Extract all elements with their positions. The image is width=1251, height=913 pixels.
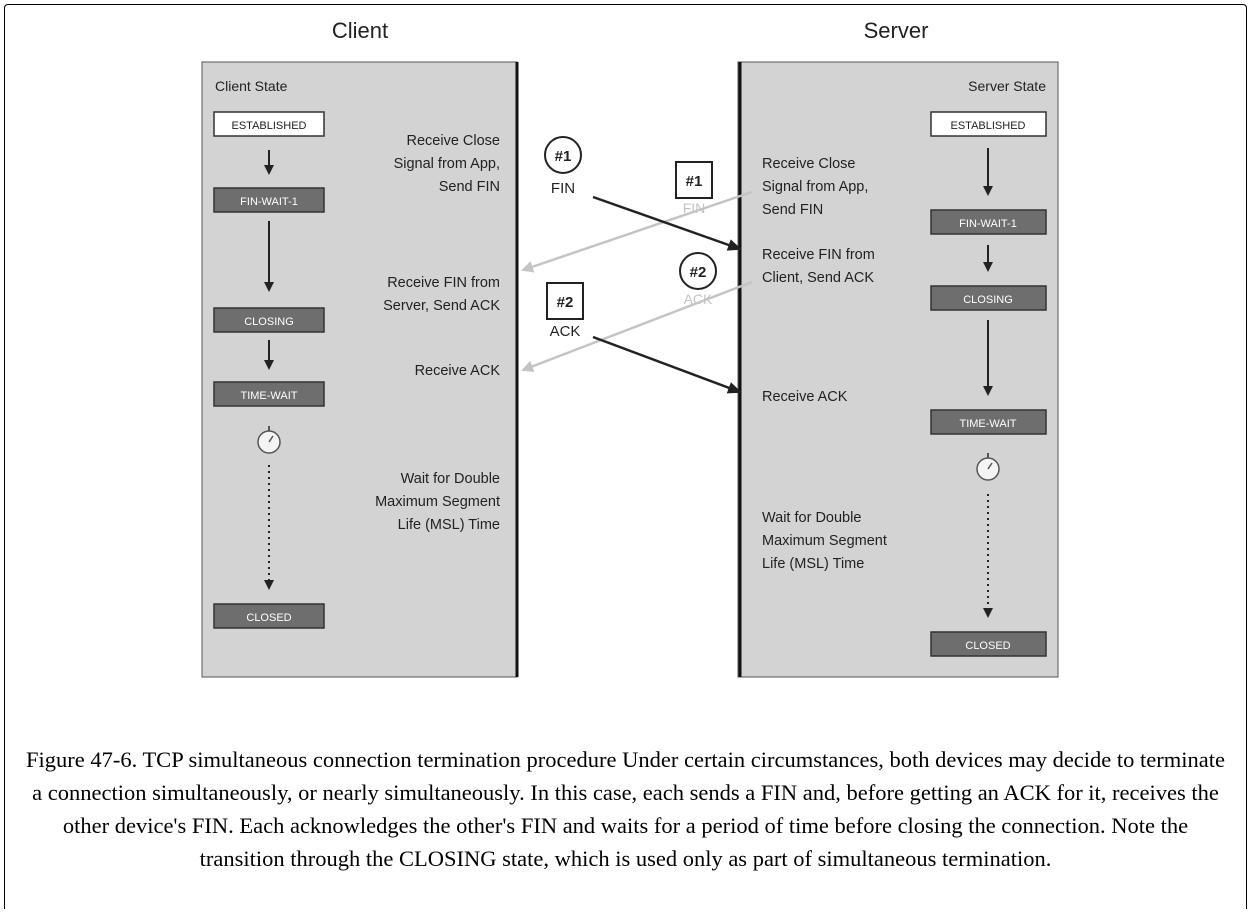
server-ack-number-circle [679, 252, 717, 290]
client-event-recv-fin-line2: Server, Send ACK [383, 298, 500, 314]
client-state-closed [213, 603, 325, 629]
server-event-recv-fin-line1: Receive FIN from [762, 247, 875, 263]
server-state-fin-wait-1-label: FIN-WAIT-1 [959, 218, 1017, 230]
client-event-close-line3: Send FIN [439, 179, 500, 195]
client-ack-number: #2 [557, 294, 574, 311]
server-title: Server [864, 18, 929, 43]
client-state-established-label: ESTABLISHED [232, 120, 307, 132]
client-timer-icon [257, 426, 281, 454]
server-ack-number: #2 [690, 264, 707, 281]
server-state-time-wait-label: TIME-WAIT [959, 418, 1016, 430]
client-state-time-wait [213, 381, 325, 407]
server-event-close-line1: Receive Close [762, 156, 856, 172]
server-timer-icon [976, 453, 1000, 481]
client-event-wait-line3: Life (MSL) Time [398, 517, 500, 533]
server-state-closed [930, 631, 1047, 657]
client-title: Client [332, 18, 388, 43]
client-state-heading: Client State [215, 78, 288, 94]
server-state-fin-wait-1 [930, 209, 1047, 235]
client-ack-message [592, 335, 742, 394]
client-fin-message [592, 195, 742, 251]
server-state-established [930, 111, 1047, 137]
client-state-closing [213, 307, 325, 333]
server-fin-number: #1 [686, 173, 703, 190]
server-event-close-line2: Signal from App, [762, 179, 868, 195]
client-ack-label: ACK [550, 323, 581, 340]
client-state-fin-wait-1-label: FIN-WAIT-1 [240, 196, 298, 208]
server-state-time-wait [930, 409, 1047, 435]
server-ack-message [521, 280, 753, 373]
client-event-close-line2: Signal from App, [394, 156, 500, 172]
server-panel [737, 61, 1059, 678]
client-state-closing-label: CLOSING [244, 316, 294, 328]
server-state-closing-label: CLOSING [963, 294, 1013, 306]
figure-caption: Figure 47-6. TCP simultaneous connection… [25, 747, 1225, 871]
client-fin-label: FIN [551, 180, 575, 197]
client-fin-number: #1 [555, 148, 572, 165]
client-state-closed-label: CLOSED [246, 612, 291, 624]
server-ack-label: ACK [684, 291, 713, 307]
server-state-closed-label: CLOSED [965, 640, 1010, 652]
server-event-wait-line3: Life (MSL) Time [762, 556, 864, 572]
client-event-recv-fin-line1: Receive FIN from [387, 275, 500, 291]
server-event-close-line3: Send FIN [762, 202, 823, 218]
client-event-wait-line1: Wait for Double [401, 471, 500, 487]
client-fin-number-circle [544, 136, 582, 174]
client-state-time-wait-label: TIME-WAIT [240, 390, 297, 402]
client-ack-number-box [546, 282, 584, 320]
figure-frame [4, 4, 1247, 909]
server-event-wait-line2: Maximum Segment [762, 533, 887, 549]
server-event-wait-line1: Wait for Double [762, 510, 861, 526]
client-state-fin-wait-1 [213, 187, 325, 213]
server-fin-number-box [675, 161, 713, 199]
server-fin-label: FIN [683, 200, 706, 216]
server-state-closing [930, 285, 1047, 311]
client-event-wait-line2: Maximum Segment [375, 494, 500, 510]
server-event-recv-fin-line2: Client, Send ACK [762, 270, 874, 286]
client-event-recv-ack: Receive ACK [415, 363, 501, 379]
server-event-recv-ack: Receive ACK [762, 389, 848, 405]
client-event-close-line1: Receive Close [407, 133, 501, 149]
client-panel [201, 61, 518, 678]
server-state-heading: Server State [968, 78, 1046, 94]
server-state-established-label: ESTABLISHED [951, 120, 1026, 132]
server-fin-message [521, 190, 753, 273]
client-state-established [213, 111, 325, 137]
